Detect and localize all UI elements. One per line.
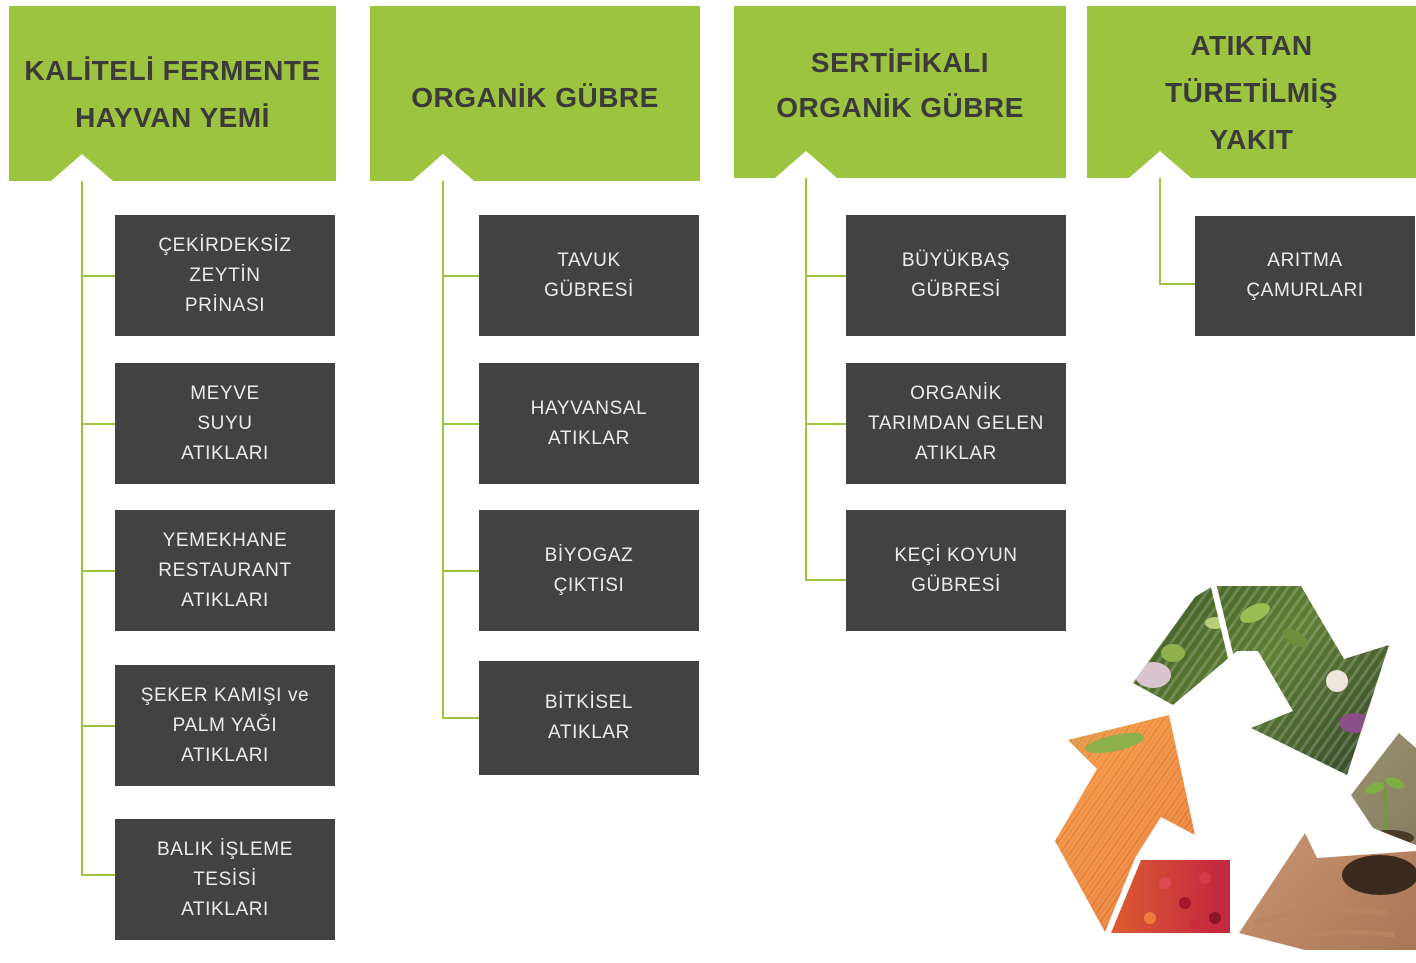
header-title-line: KALİTELİ FERMENTE: [24, 54, 321, 86]
box-label-line: ÇIKTISI: [553, 574, 625, 596]
source-box-olive-pomace: ÇEKİRDEKSİZ ZEYTİN PRİNASI: [115, 215, 335, 336]
box-label-line: BİYOGAZ: [544, 544, 634, 566]
source-box-chicken-manure: TAVUK GÜBRESİ: [479, 215, 699, 336]
source-box-animal-waste: HAYVANSAL ATIKLAR: [479, 363, 699, 484]
box-label-line: ATIKLARI: [181, 744, 269, 766]
box-label-line: PALM YAĞI: [172, 714, 278, 736]
connector-branch: [442, 717, 479, 719]
connector-branch: [805, 423, 846, 425]
category-header-organic-fertilizer: ORGANİK GÜBRE: [370, 6, 700, 181]
connector-trunk: [1159, 178, 1161, 285]
header-title-line: YAKIT: [1209, 123, 1294, 155]
box-label-line: ÇEKİRDEKSİZ: [158, 234, 292, 256]
box-label-line: ARITMA: [1267, 250, 1343, 271]
connector-trunk: [81, 181, 83, 876]
box-label-line: ATIKLAR: [548, 427, 630, 449]
connector-branch: [81, 725, 115, 727]
box-label-line: ATIKLARI: [181, 898, 269, 920]
box-label-line: ATIKLARI: [181, 442, 269, 464]
header-notch: [1129, 151, 1191, 178]
box-label-line: PRİNASI: [184, 294, 266, 316]
box-label-line: RESTAURANT: [158, 559, 292, 581]
source-box-cattle-manure: BÜYÜKBAŞ GÜBRESİ: [846, 215, 1066, 336]
source-box-plant-waste: BİTKİSEL ATIKLAR: [479, 661, 699, 775]
connector-branch: [81, 570, 115, 572]
box-label-line: GÜBRESİ: [911, 574, 1001, 596]
header-title-line: ORGANİK GÜBRE: [411, 82, 659, 113]
header-notch: [412, 154, 474, 181]
connector-trunk: [442, 181, 444, 719]
box-label-line: GÜBRESİ: [911, 279, 1001, 301]
header-title-line: HAYVAN YEMİ: [75, 101, 270, 133]
box-label-line: ATIKLAR: [915, 442, 997, 464]
connector-branch: [442, 570, 479, 572]
recycle-split-line: [1210, 583, 1234, 659]
header-notch: [775, 151, 837, 178]
source-box-treatment-sludge: ARITMA ÇAMURLARI: [1195, 216, 1415, 336]
box-label-line: SUYU: [197, 412, 253, 434]
header-title-line: TÜRETİLMİŞ: [1165, 76, 1338, 108]
source-box-fish-processing-waste: BALIK İŞLEME TESİSİ ATIKLARI: [115, 819, 335, 940]
box-label-line: GÜBRESİ: [544, 279, 634, 301]
source-box-canteen-restaurant-waste: YEMEKHANE RESTAURANT ATIKLARI: [115, 510, 335, 631]
connector-branch: [1159, 283, 1195, 285]
box-label-line: ATIKLAR: [548, 722, 630, 743]
source-box-fruit-juice-waste: MEYVE SUYU ATIKLARI: [115, 363, 335, 484]
box-label-line: KEÇİ KOYUN: [894, 544, 1018, 566]
category-header-certified-organic-fertilizer: SERTİFİKALI ORGANİK GÜBRE: [734, 6, 1066, 178]
connector-branch: [442, 275, 479, 277]
box-label-line: BALIK İŞLEME: [156, 838, 294, 860]
header-notch: [51, 154, 113, 181]
box-label-line: BİTKİSEL: [544, 692, 634, 713]
connector-branch: [442, 423, 479, 425]
box-label-line: BÜYÜKBAŞ: [901, 249, 1011, 271]
header-title-line: ATIKTAN: [1190, 29, 1313, 61]
box-label-line: ÇAMURLARI: [1246, 280, 1364, 301]
connector-branch: [81, 423, 115, 425]
source-box-sugarcane-palm-oil-waste: ŞEKER KAMIŞI ve PALM YAĞI ATIKLARI: [115, 665, 335, 786]
box-label-line: ATIKLARI: [181, 589, 269, 611]
source-box-goat-sheep-manure: KEÇİ KOYUN GÜBRESİ: [846, 510, 1066, 631]
category-header-waste-derived-fuel: ATIKTAN TÜRETİLMİŞ YAKIT: [1087, 6, 1416, 178]
box-label-line: HAYVANSAL: [530, 397, 648, 419]
category-header-fermented-feed: KALİTELİ FERMENTE HAYVAN YEMİ: [9, 6, 336, 181]
connector-branch: [805, 579, 846, 581]
connector-trunk: [805, 178, 807, 581]
connector-branch: [81, 275, 115, 277]
box-label-line: ZEYTİN: [189, 264, 261, 286]
connector-branch: [81, 874, 115, 876]
source-box-biogas-output: BİYOGAZ ÇIKTISI: [479, 510, 699, 631]
box-label-line: MEYVE: [190, 382, 260, 404]
box-label-line: ŞEKER KAMIŞI ve: [140, 684, 310, 706]
box-label-line: TARIMDAN GELEN: [868, 412, 1044, 434]
header-title-line: ORGANİK GÜBRE: [776, 91, 1024, 123]
connector-branch: [805, 275, 846, 277]
source-box-organic-farming-waste: ORGANİK TARIMDAN GELEN ATIKLAR: [846, 363, 1066, 484]
recycle-icon: [1055, 583, 1416, 950]
box-label-line: YEMEKHANE: [162, 529, 288, 551]
header-title-line: SERTİFİKALI: [810, 46, 990, 78]
box-label-line: ORGANİK: [910, 382, 1002, 404]
box-label-line: TESİSİ: [193, 868, 257, 890]
box-label-line: TAVUK: [557, 249, 621, 271]
